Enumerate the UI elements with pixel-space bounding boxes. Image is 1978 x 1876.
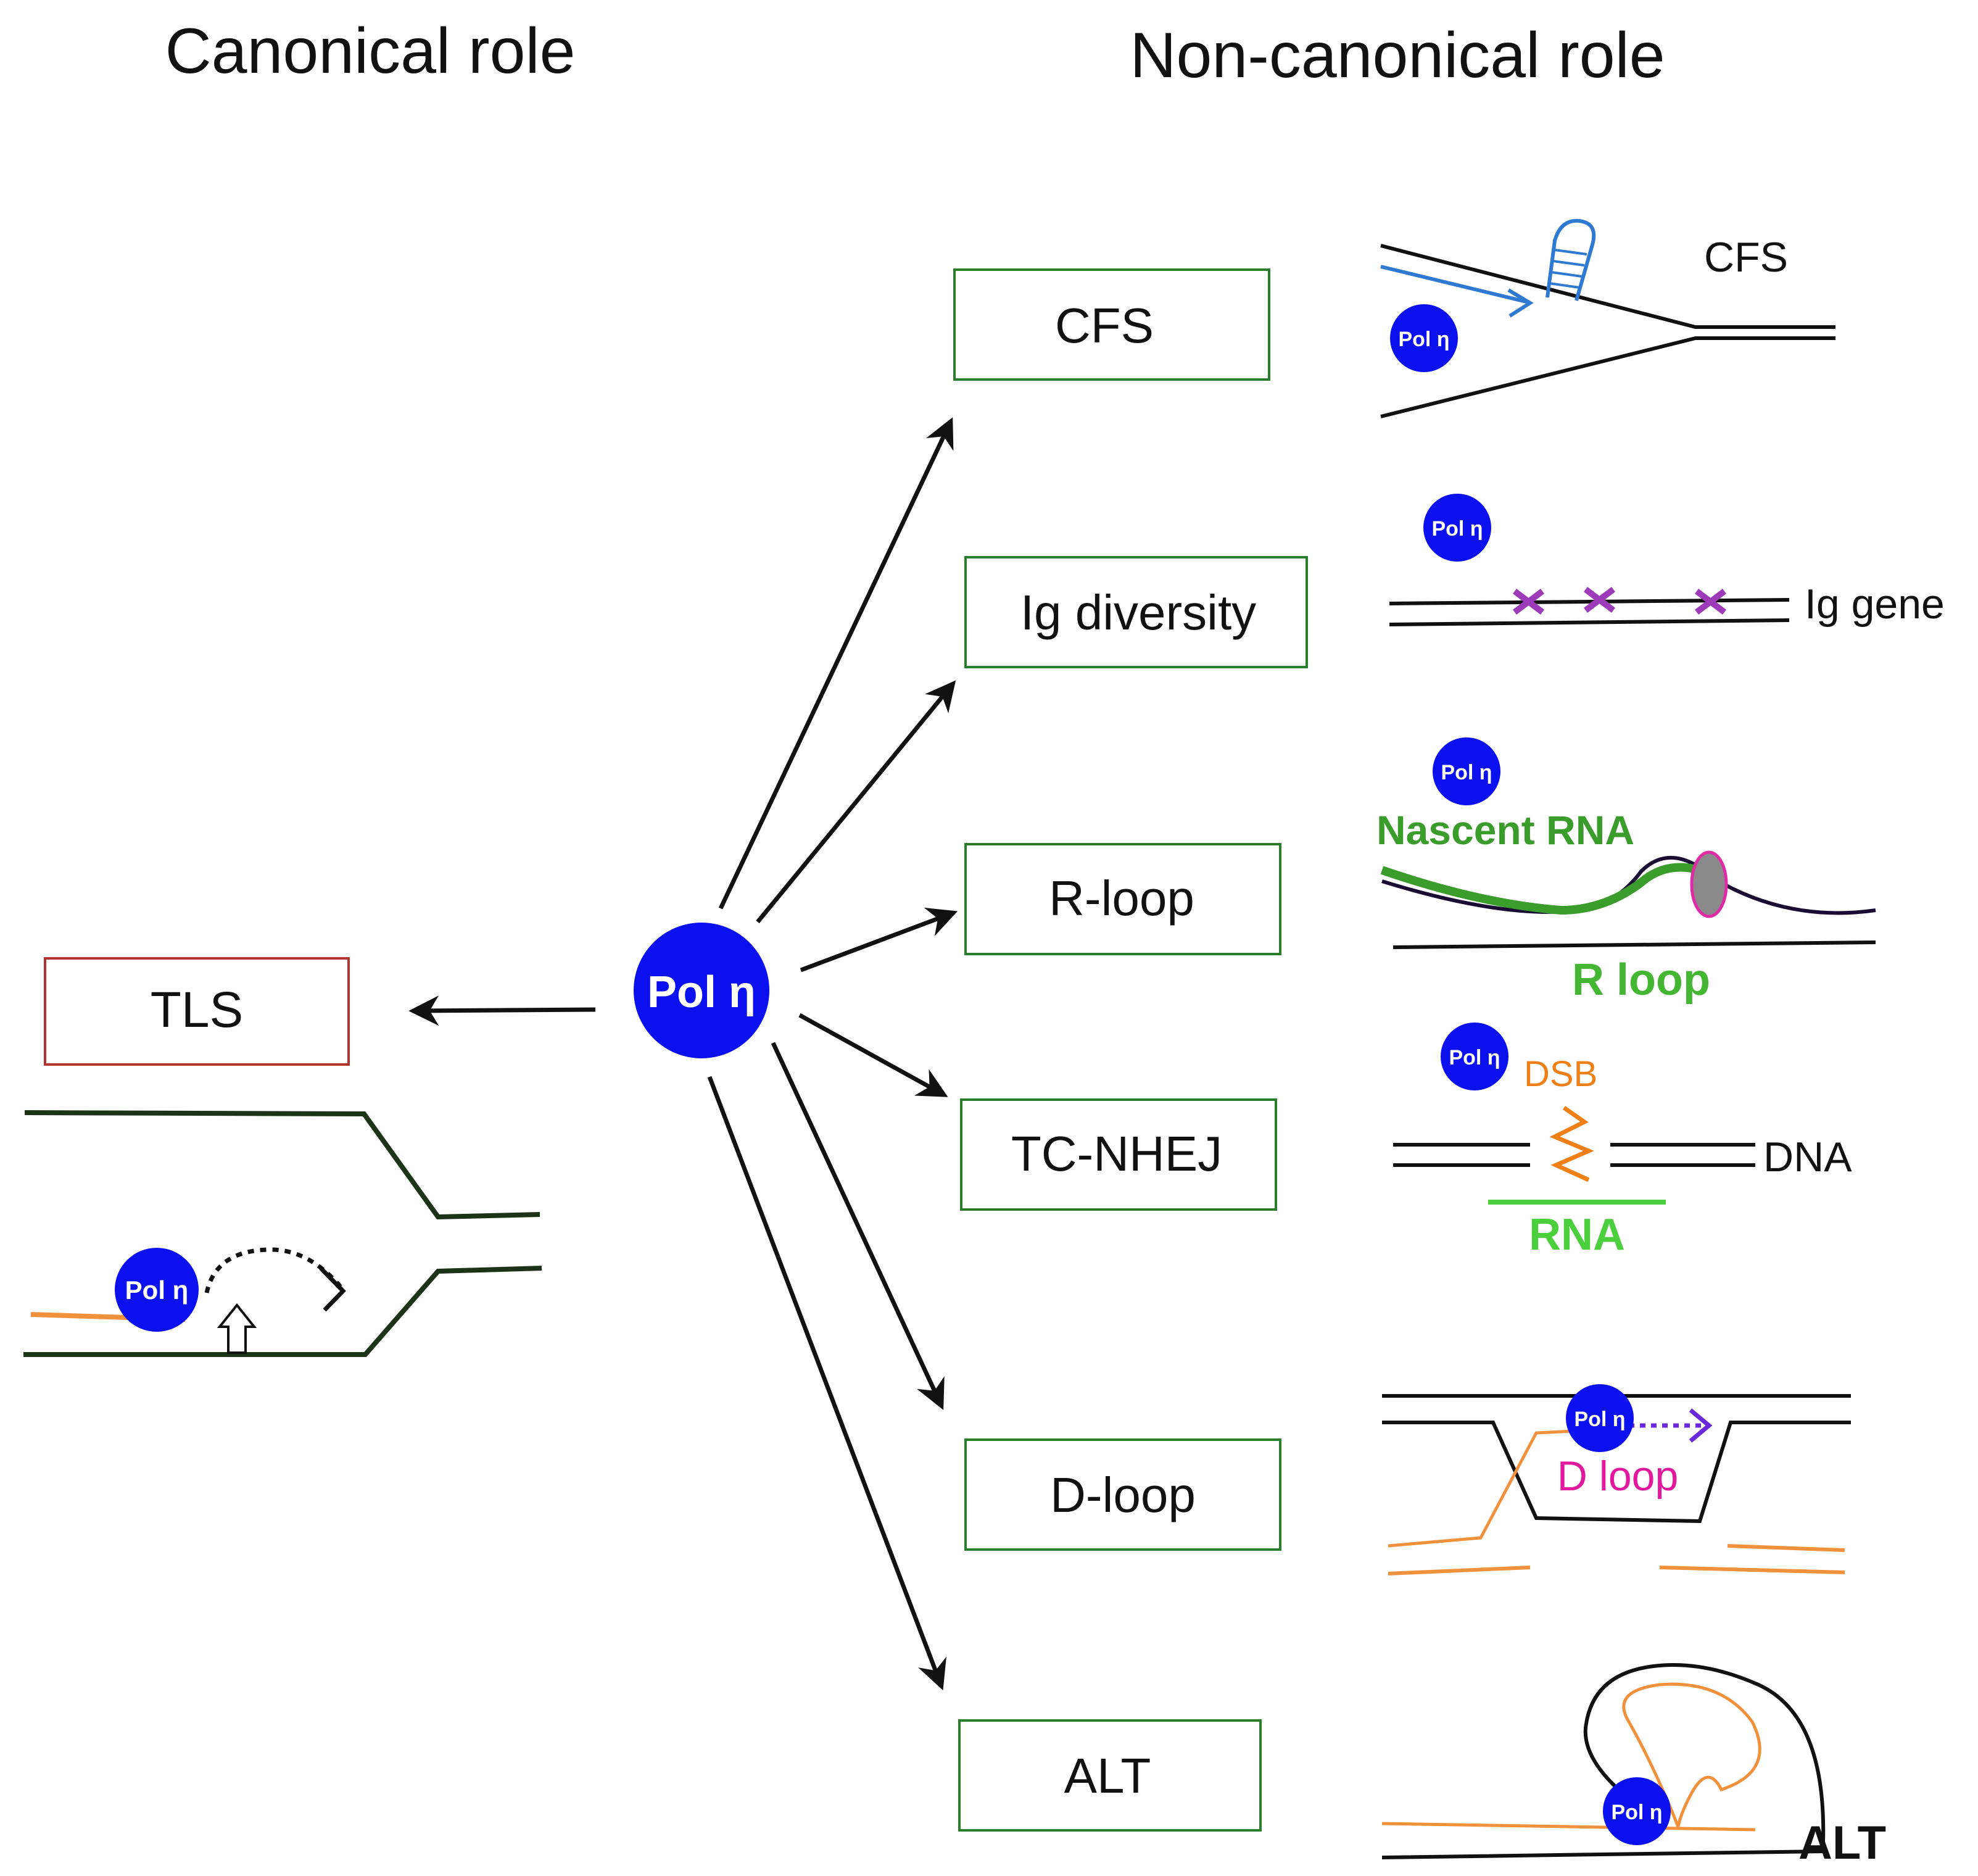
r-loop-label: R loop (1572, 955, 1710, 1005)
cfs-box: CFS (953, 268, 1270, 381)
arrow-to-tls (408, 995, 596, 1026)
pol-eta-badge (1566, 1384, 1634, 1452)
alt-illustration-label: ALT (1798, 1817, 1886, 1869)
pol-eta-badge-label: Pol η (1449, 1046, 1500, 1069)
rna-polymerase-icon (1690, 850, 1728, 918)
tc-nhej-box-label: TC-NHEJ (1011, 1126, 1222, 1181)
r-loop-illustration: Pol η Nascent RNA R loop (1376, 737, 1876, 1005)
tc-nhej-illustration: Pol η DSB DNA RNA (1393, 1023, 1852, 1260)
d-loop-label: D loop (1557, 1453, 1679, 1500)
pol-eta-badge (1423, 494, 1491, 562)
canonical-role-heading: Canonical role (165, 15, 576, 87)
d-loop-illustration: Pol η D loop (1382, 1384, 1851, 1575)
pol-eta-badge-label: Pol η (1574, 1408, 1625, 1431)
pol-eta-badge (1390, 304, 1458, 372)
dsb-zigzag-icon (1549, 1106, 1594, 1182)
arrow-to-ig-diversity (756, 680, 956, 924)
pol-eta-badge (1441, 1023, 1508, 1090)
rna-label: RNA (1529, 1210, 1625, 1260)
d-loop-box: D-loop (964, 1438, 1281, 1551)
alt-box-label: ALT (1064, 1748, 1151, 1803)
r-loop-box: R-loop (964, 843, 1281, 955)
cfs-box-label: CFS (1055, 298, 1154, 353)
pol-eta-badge (115, 1248, 199, 1332)
arrow-to-d-loop (771, 1042, 945, 1410)
arrow-to-cfs (718, 417, 954, 910)
tc-nhej-box: TC-NHEJ (960, 1098, 1277, 1211)
non-canonical-role-heading: Non-canonical role (1130, 20, 1665, 91)
cfs-illustration-label: CFS (1704, 234, 1788, 281)
pol-eta-badge-label: Pol η (125, 1276, 189, 1305)
tls-box (44, 957, 350, 1066)
lesion-marks (1512, 587, 1727, 615)
tls-box-label: TLS (151, 982, 243, 1038)
pol-eta-badge-label: Pol η (1398, 328, 1449, 351)
arrow-to-r-loop (800, 907, 958, 973)
nascent-rna-label: Nascent RNA (1376, 807, 1634, 853)
dna-label: DNA (1763, 1134, 1852, 1181)
alt-box: ALT (958, 1719, 1262, 1832)
ig-diversity-box: Ig diversity (964, 556, 1308, 668)
d-loop-box-label: D-loop (1050, 1467, 1196, 1522)
pol-eta-badge (1603, 1777, 1671, 1845)
cfs-illustration: Pol η CFS (1380, 218, 1835, 418)
ig-gene-label: Ig gene (1805, 581, 1945, 628)
ig-gene-illustration: Pol η Ig gene (1389, 494, 1945, 628)
pol-eta-badge-label: Pol η (1441, 761, 1492, 784)
ig-diversity-box-label: Ig diversity (1020, 585, 1256, 640)
pol-eta-badge (1433, 737, 1500, 805)
r-loop-box-label: R-loop (1049, 871, 1194, 926)
pol-eta-badge-label: Pol η (1611, 1801, 1662, 1824)
tls-illustration: Pol η (23, 1110, 542, 1357)
arrow-to-alt (707, 1076, 946, 1691)
pol-eta-badge-label: Pol η (1431, 517, 1483, 541)
hairpin-icon (1546, 218, 1596, 301)
arrow-to-tc-nhej (798, 1013, 948, 1097)
pol-eta-node-label: Pol η (647, 968, 756, 1017)
alt-illustration: Pol η ALT (1381, 1663, 1886, 1869)
dsb-label: DSB (1524, 1054, 1597, 1094)
pol-eta-node: Pol η (634, 923, 769, 1058)
lesion-up-arrow-icon (217, 1303, 257, 1354)
